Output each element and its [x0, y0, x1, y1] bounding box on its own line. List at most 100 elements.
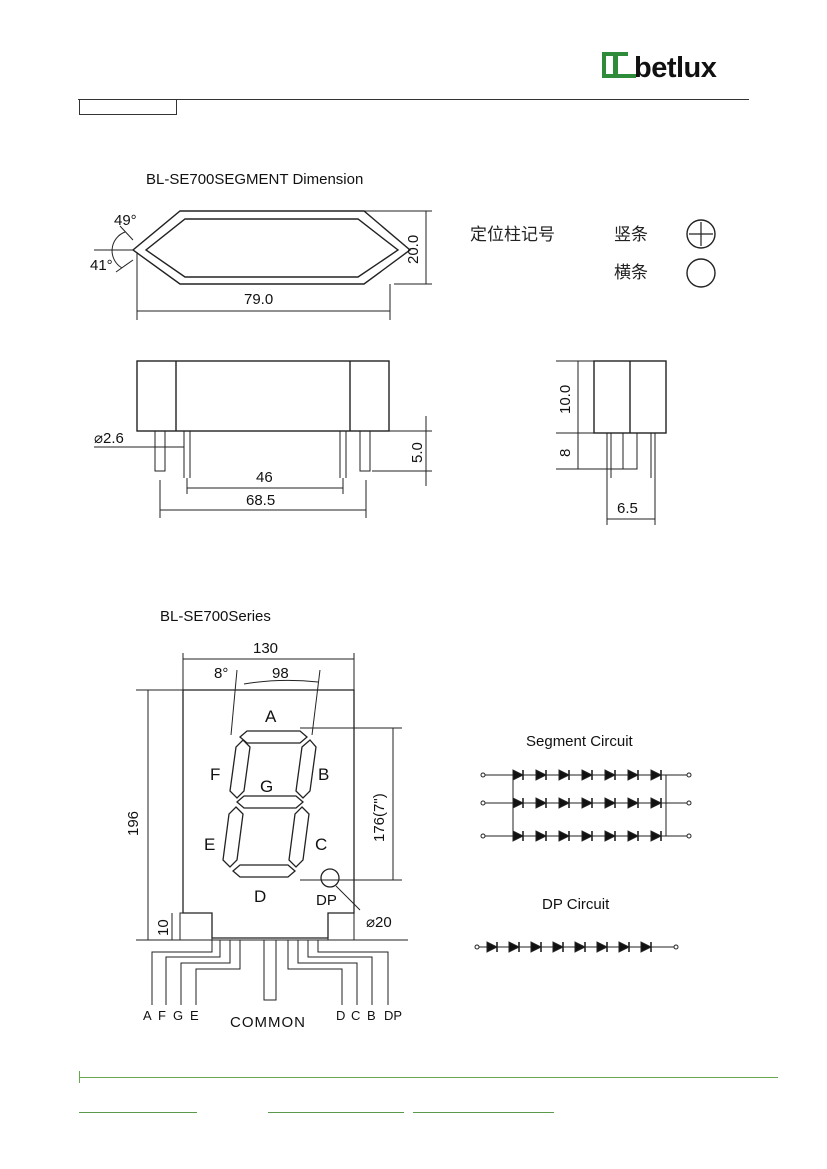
diode-icon: [574, 941, 587, 953]
segment-dp-label: DP: [316, 892, 337, 909]
footer-link-underline: [79, 1112, 197, 1113]
terminal-icon: [474, 944, 480, 950]
pin-label-e: E: [190, 1008, 199, 1023]
segment-b-label: B: [318, 765, 329, 784]
pin-label-c: C: [351, 1008, 360, 1023]
segment-e: [222, 806, 244, 868]
diode-icon: [535, 830, 548, 842]
height-dim-label: 196: [125, 811, 142, 836]
segment-g: [236, 795, 304, 809]
legend-title: 定位柱记号: [470, 225, 555, 244]
side-body-dim-label: 10.0: [557, 385, 574, 414]
segment-f-label: F: [210, 765, 220, 784]
segment-f: [229, 739, 251, 799]
diode-icon: [581, 797, 594, 809]
header-rule: [78, 99, 749, 100]
side-pin-dim-label: 8: [557, 449, 574, 457]
diode-icon: [512, 797, 525, 809]
diode-icon: [596, 941, 609, 953]
header-tab: [79, 100, 177, 115]
legend-item-vertical: 竖条: [614, 225, 648, 244]
diode-icon: [640, 941, 653, 953]
diode-icon: [558, 797, 571, 809]
dp-circuit: DP Circuit: [474, 896, 679, 953]
segment-circuit-title: Segment Circuit: [526, 733, 634, 750]
base-span-dim-label: 68.5: [246, 492, 275, 509]
pin-label-dp: DP: [384, 1008, 402, 1023]
diode-icon: [618, 941, 631, 953]
length-dim-label: 79.0: [244, 291, 273, 308]
segment-c-label: C: [315, 835, 327, 854]
brand-wordmark: betlux: [634, 52, 717, 84]
pin-label-g: G: [173, 1008, 183, 1023]
dp-circuit-title: DP Circuit: [542, 896, 610, 913]
angle-top-label: 49°: [114, 212, 137, 229]
footer-rule: [79, 1077, 778, 1078]
segment-circuit: Segment Circuit: [480, 733, 692, 842]
diode-icon: [627, 830, 640, 842]
segment-d-label: D: [254, 887, 266, 906]
digit-height-label: 176(7"): [371, 793, 388, 842]
segment-dp: [320, 868, 340, 888]
pin-label-a: A: [143, 1008, 152, 1023]
base-dim-label: 10: [155, 919, 172, 936]
front-view-body: [136, 360, 390, 432]
footer-link-underline: [413, 1112, 554, 1113]
segment-d: [232, 864, 296, 878]
series-drawing: 130 8° 98 196 10 176(7") ⌀20 A B C D E F…: [125, 640, 692, 1031]
pin-length-dim-label: 5.0: [409, 442, 426, 463]
terminal-icon: [686, 800, 692, 806]
diode-icon: [512, 769, 525, 781]
segment-b: [295, 739, 317, 799]
diode-icon: [486, 941, 499, 953]
diode-icon: [558, 830, 571, 842]
footer-link-underline: [268, 1112, 404, 1113]
circle-icon: [686, 258, 716, 288]
pin-label-d: D: [336, 1008, 345, 1023]
segment-a-label: A: [265, 707, 277, 726]
side-width-dim-label: 6.5: [617, 500, 638, 517]
pin-diameter-label: ⌀2.6: [94, 430, 124, 447]
dp-diameter-label: ⌀20: [366, 914, 392, 931]
terminal-icon: [480, 833, 486, 839]
diode-icon: [650, 797, 663, 809]
diode-icon: [535, 769, 548, 781]
diode-icon: [512, 830, 525, 842]
diode-icon: [604, 769, 617, 781]
betlux-logo: betlux: [600, 48, 750, 84]
dimension-title: BL-SE700SEGMENT Dimension: [146, 171, 364, 188]
diode-icon: [535, 797, 548, 809]
digit-width-label: 98: [272, 665, 289, 682]
diode-icon: [627, 797, 640, 809]
pin-label-b: B: [367, 1008, 376, 1023]
terminal-icon: [480, 772, 486, 778]
angle-bottom-label: 41°: [90, 257, 113, 274]
pin-label-f: F: [158, 1008, 166, 1023]
dimension-drawing: 49° 41° 20.0 79.0 ⌀2.6 5.0 46 68.5 10.0 …: [90, 210, 716, 525]
hexagon-inner: [144, 218, 400, 278]
terminal-icon: [686, 772, 692, 778]
diode-icon: [581, 769, 594, 781]
diode-icon: [650, 830, 663, 842]
terminal-icon: [673, 944, 679, 950]
height-dim-label: 20.0: [405, 235, 422, 264]
diode-icon: [558, 769, 571, 781]
diode-icon: [552, 941, 565, 953]
diode-icon: [530, 941, 543, 953]
diode-icon: [604, 797, 617, 809]
cross-circle-icon: [686, 219, 716, 249]
series-title: BL-SE700Series: [160, 608, 271, 625]
diode-icon: [650, 769, 663, 781]
hexagon-outer: [131, 210, 412, 285]
terminal-icon: [480, 800, 486, 806]
slant-angle-label: 8°: [214, 665, 228, 682]
diode-icon: [627, 769, 640, 781]
diode-icon: [508, 941, 521, 953]
pin-span-dim-label: 46: [256, 469, 273, 486]
segment-g-label: G: [260, 777, 273, 796]
diode-icon: [581, 830, 594, 842]
legend-item-horizontal: 横条: [614, 263, 648, 282]
pin-label-common: COMMON: [230, 1014, 306, 1031]
diode-icon: [604, 830, 617, 842]
terminal-icon: [686, 833, 692, 839]
